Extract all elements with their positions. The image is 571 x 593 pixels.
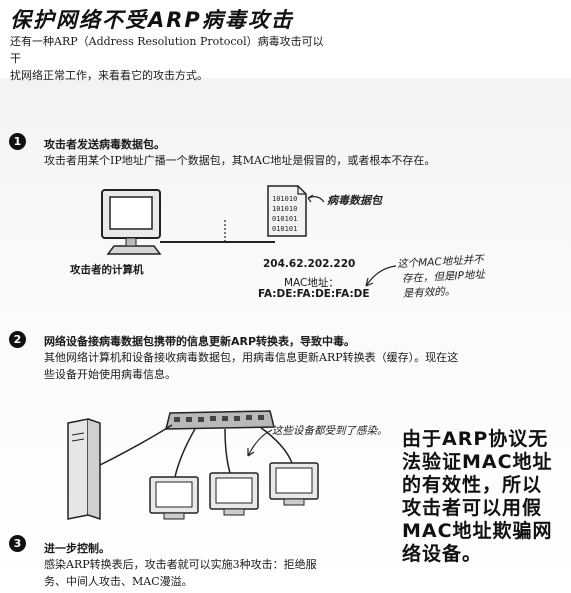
mac-address: FA:DE:FA:DE:FA:DE — [258, 288, 370, 300]
mac-note: 这个MAC地址并不 存在，但是IP地址 是有效的。 — [397, 253, 486, 302]
packet-bits: 010101 — [272, 215, 297, 223]
diagram-2 — [67, 410, 319, 521]
network-cables — [99, 424, 293, 478]
packet-bits: 101010 — [272, 195, 297, 203]
victim-computer-icon — [209, 472, 259, 516]
step-1-title: 攻击者发送病毒数据包。 — [44, 138, 165, 151]
callout-line: 由于ARP协议无 — [402, 428, 549, 450]
victim-computer-icon — [149, 476, 199, 520]
note-arrow-icon — [365, 265, 397, 287]
callout-line: 攻击者可以用假 — [402, 497, 543, 519]
step-2-body-line: 其他网络计算机和设备接收病毒数据包，用病毒信息更新ARP转换表（缓存）。现在这 — [44, 351, 459, 364]
diagram-1: 101010 101010 010101 010101 — [101, 185, 325, 255]
step-2-body: 其他网络计算机和设备接收病毒数据包，用病毒信息更新ARP转换表（缓存）。现在这 … — [44, 349, 458, 383]
handwritten-callout: 由于ARP协议无 法验证MAC地址 的有效性，所以 攻击者可以用假 MAC地址欺… — [402, 428, 571, 566]
step-1-body-line: 攻击者用某个IP地址广播一个数据包，其MAC地址是假冒的，或者根本不存在。 — [44, 154, 436, 167]
victim-computer-icon — [269, 462, 319, 506]
ip-address: 204.62.202.220 — [263, 258, 356, 270]
step-2-title: 网络设备接病毒数据包携带的信息更新ARP转换表，导致中毒。 — [44, 335, 356, 348]
packet-bits: 010101 — [272, 225, 297, 233]
intro-paragraph: 还有一种ARP（Address Resolution Protocol）病毒攻击… — [10, 33, 330, 84]
intro-line: 扰网络正常工作，来看看它的攻击方式。 — [10, 69, 208, 82]
packet-label: 病毒数据包 — [327, 194, 382, 207]
step-1-number: 1 — [9, 133, 26, 150]
callout-line: 络设备。 — [402, 543, 483, 565]
packet-bits: 101010 — [272, 205, 297, 213]
page-title: 保护网络不受ARP病毒攻击 — [10, 8, 294, 32]
step-3-number: 3 — [9, 535, 26, 552]
mac-label: MAC地址： — [284, 277, 339, 289]
attacker-computer-label: 攻击者的计算机 — [70, 264, 144, 276]
server-tower-icon — [67, 418, 101, 521]
step-2-number: 2 — [9, 331, 26, 348]
step-1-body: 攻击者用某个IP地址广播一个数据包，其MAC地址是假冒的，或者根本不存在。 — [44, 152, 435, 169]
attacker-computer-icon — [101, 189, 162, 255]
step-3-body-line: 感染ARP转换表后，攻击者就可以实施3种攻击：拒绝服 — [44, 558, 317, 571]
intro-line: 还有一种ARP（Address Resolution Protocol）病毒攻击… — [10, 35, 324, 65]
callout-line: MAC地址欺骗网 — [402, 520, 553, 542]
infection-note: 这些设备都受到了感染。 — [272, 425, 388, 437]
step-3-title: 进一步控制。 — [44, 542, 110, 555]
virus-packet-icon — [267, 185, 307, 237]
step-2-body-line: 些设备开始使用病毒信息。 — [44, 368, 176, 381]
infection-note-arrow-icon — [247, 429, 273, 457]
step-3-body-line: 务、中间人攻击、MAC漫溢。 — [44, 575, 193, 588]
step-3-body: 感染ARP转换表后，攻击者就可以实施3种攻击：拒绝服 务、中间人攻击、MAC漫溢… — [44, 556, 317, 590]
network-switch-icon — [165, 410, 275, 430]
callout-line: 法验证MAC地址 — [402, 451, 553, 473]
callout-line: 的有效性，所以 — [402, 474, 543, 496]
